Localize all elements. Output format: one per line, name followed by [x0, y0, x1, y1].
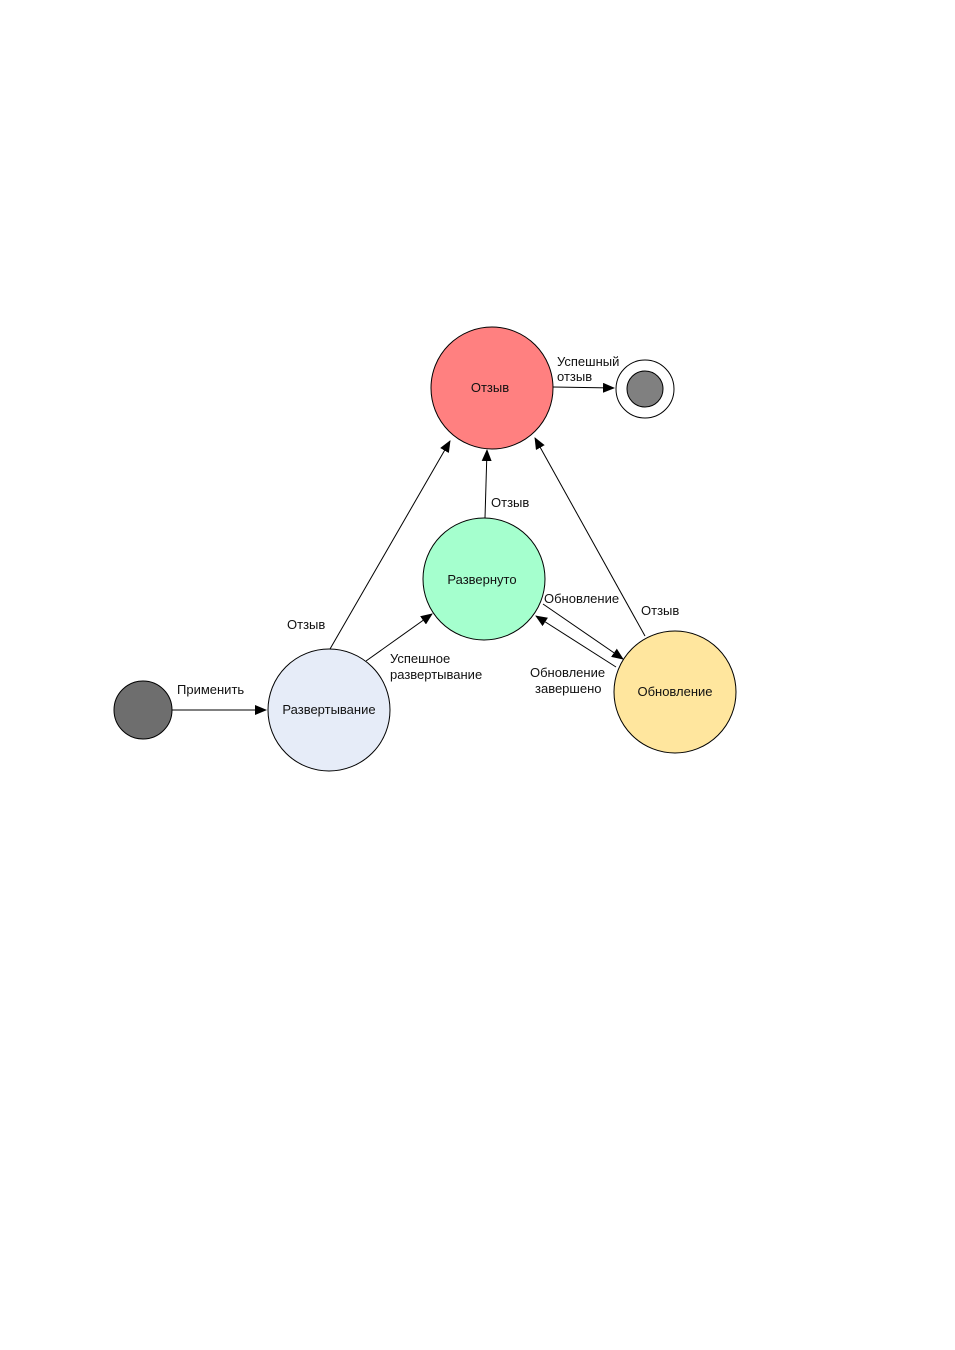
- edge-recall-success-label-line1: Успешный: [557, 354, 619, 369]
- edge-update-done: [536, 616, 616, 667]
- state-recall-label: Отзыв: [471, 380, 509, 395]
- edge-update-done-label-line1: Обновление: [530, 665, 605, 680]
- edge-deploy-success-label-line1: Успешное: [390, 651, 450, 666]
- state-deploying-label: Развертывание: [282, 702, 375, 717]
- edge-deployed-to-recall: [485, 450, 487, 518]
- edge-apply-label: Применить: [177, 682, 244, 697]
- edge-deployed-to-recall-label: Отзыв: [491, 495, 529, 510]
- edge-recall-success-label-line2: отзыв: [557, 369, 592, 384]
- edge-update-done-label-line2: завершено: [535, 681, 601, 696]
- edge-update: [543, 604, 623, 659]
- state-deployed-label: Развернуто: [447, 572, 516, 587]
- edge-deploying-to-recall-label: Отзыв: [287, 617, 325, 632]
- edge-deploy-success-label-line2: развертывание: [390, 667, 482, 682]
- state-updating-label: Обновление: [637, 684, 712, 699]
- edge-updating-to-recall: [535, 438, 645, 636]
- final-state-node: [627, 371, 663, 407]
- edge-updating-to-recall-label: Отзыв: [641, 603, 679, 618]
- edge-deploying-to-recall: [330, 441, 450, 649]
- edge-recall-success: [553, 387, 614, 388]
- edge-update-label: Обновление: [544, 591, 619, 606]
- initial-state-node: [114, 681, 172, 739]
